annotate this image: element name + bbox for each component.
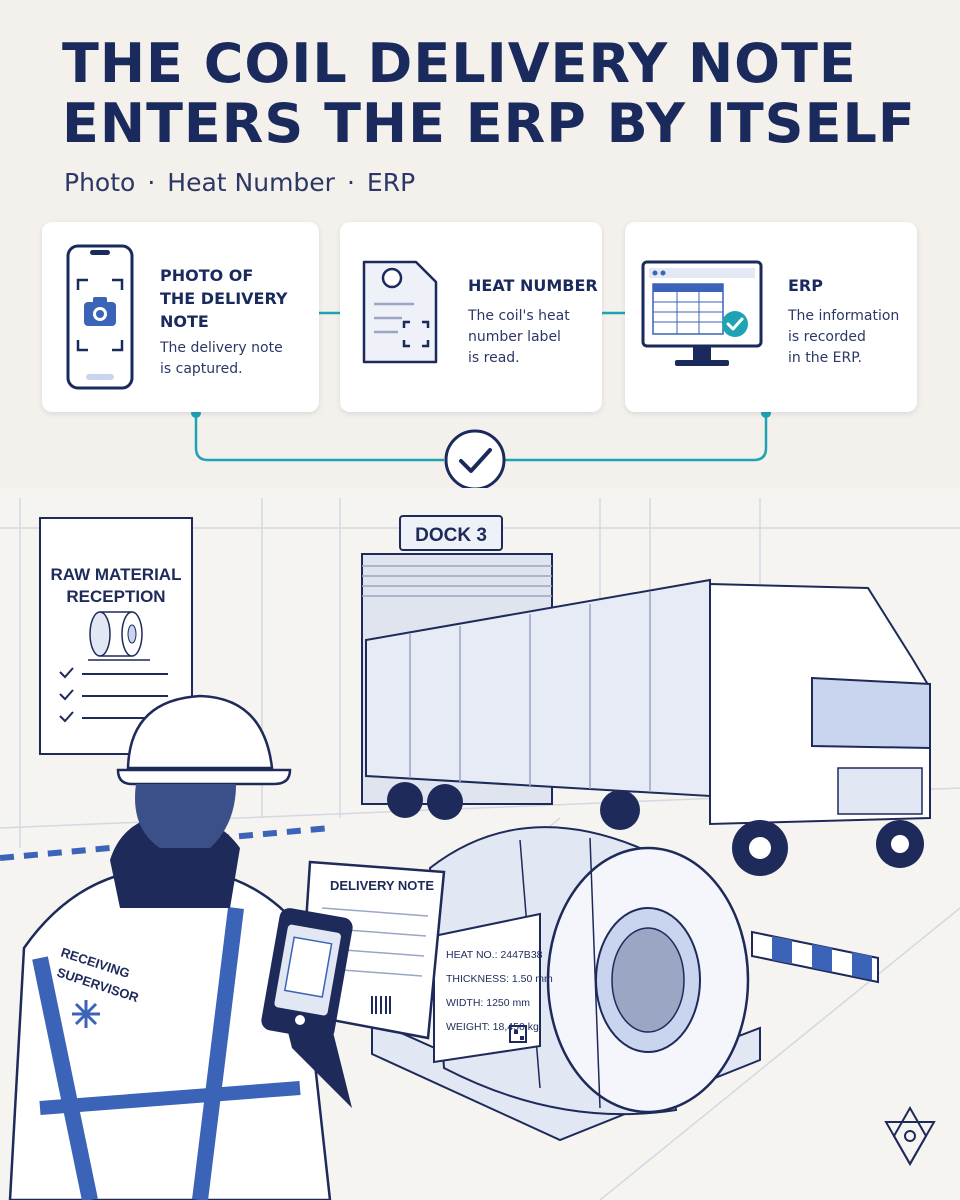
step-text-line: The information bbox=[788, 308, 900, 324]
smartphone-in-hand bbox=[261, 908, 353, 1108]
subtitle-separator: · bbox=[147, 168, 156, 197]
tag-scan-icon bbox=[362, 260, 438, 364]
heat-number-label: HEAT NO.: 2447B38 THICKNESS: 1.50 mm WID… bbox=[433, 912, 553, 1064]
step-description: The coil's heat number label is read. bbox=[468, 306, 570, 369]
step-title: ERP bbox=[788, 276, 823, 295]
page-subtitle: Photo · Heat Number · ERP bbox=[64, 168, 415, 197]
step-text-line: in the ERP. bbox=[788, 350, 862, 366]
steel-coil bbox=[428, 826, 750, 1116]
step-card-photo: PHOTO OF THE DELIVERY NOTE The delivery … bbox=[42, 222, 319, 412]
flow-connectors bbox=[191, 311, 771, 490]
dock-sign bbox=[399, 515, 503, 551]
step-text-line: number label bbox=[468, 329, 561, 345]
brand-logo-icon bbox=[884, 1105, 936, 1167]
step-title-line: PHOTO OF bbox=[160, 266, 254, 285]
connector-line bbox=[505, 413, 768, 462]
barcode-icon bbox=[371, 996, 391, 1014]
subtitle-separator: · bbox=[346, 168, 355, 197]
step-text-line: is read. bbox=[468, 350, 520, 366]
step-title-line: NOTE bbox=[160, 312, 209, 331]
dock-sign-text: DOCK 3 bbox=[415, 525, 487, 546]
delivery-note-title: DELIVERY NOTE bbox=[330, 878, 434, 893]
subtitle-heat-number: Heat Number bbox=[167, 168, 335, 197]
step-description: The information is recorded in the ERP. bbox=[788, 306, 899, 369]
monitor-check-icon bbox=[641, 260, 763, 366]
subtitle-erp: ERP bbox=[366, 168, 416, 197]
company-logo-icon bbox=[72, 1000, 100, 1028]
step-text-line: is recorded bbox=[788, 329, 866, 345]
label-heat-no: HEAT NO.: 2447B38 bbox=[446, 949, 543, 961]
poster-title-line1: RAW MATERIAL bbox=[51, 565, 182, 584]
step-text-line: The delivery note bbox=[160, 340, 283, 356]
label-thickness: THICKNESS: 1.50 mm bbox=[446, 973, 553, 985]
step-title-line: THE DELIVERY bbox=[160, 289, 288, 308]
connector-line bbox=[194, 413, 444, 462]
floor-marking bbox=[0, 825, 331, 861]
step-description: The delivery note is captured. bbox=[160, 338, 283, 380]
smartphone-camera-icon bbox=[66, 244, 134, 390]
step-title: HEAT NUMBER bbox=[468, 276, 598, 295]
subtitle-photo: Photo bbox=[64, 168, 136, 197]
qr-code-icon bbox=[509, 1025, 527, 1043]
poster-title-line2: RECEPTION bbox=[66, 587, 165, 606]
bumper-stripes bbox=[772, 936, 872, 980]
label-width: WIDTH: 1250 mm bbox=[446, 997, 530, 1009]
step-text-line: The coil's heat bbox=[468, 308, 570, 324]
step-title: PHOTO OF THE DELIVERY NOTE bbox=[160, 264, 288, 333]
page-title: THE COIL DELIVERY NOTE ENTERS THE ERP BY… bbox=[62, 32, 916, 155]
step-card-erp: ERP The information is recorded in the E… bbox=[625, 222, 917, 412]
truck bbox=[365, 578, 931, 876]
receiving-supervisor-worker: RECEIVING SUPERVISOR bbox=[8, 694, 332, 1200]
coil-icon bbox=[88, 611, 150, 661]
step-card-heat-number: HEAT NUMBER The coil's heat number label… bbox=[340, 222, 602, 412]
warehouse-scene: RAW MATERIAL RECEPTION DOCK 3 bbox=[0, 488, 960, 1200]
check-icon bbox=[444, 429, 506, 490]
step-text-line: is captured. bbox=[160, 361, 243, 377]
